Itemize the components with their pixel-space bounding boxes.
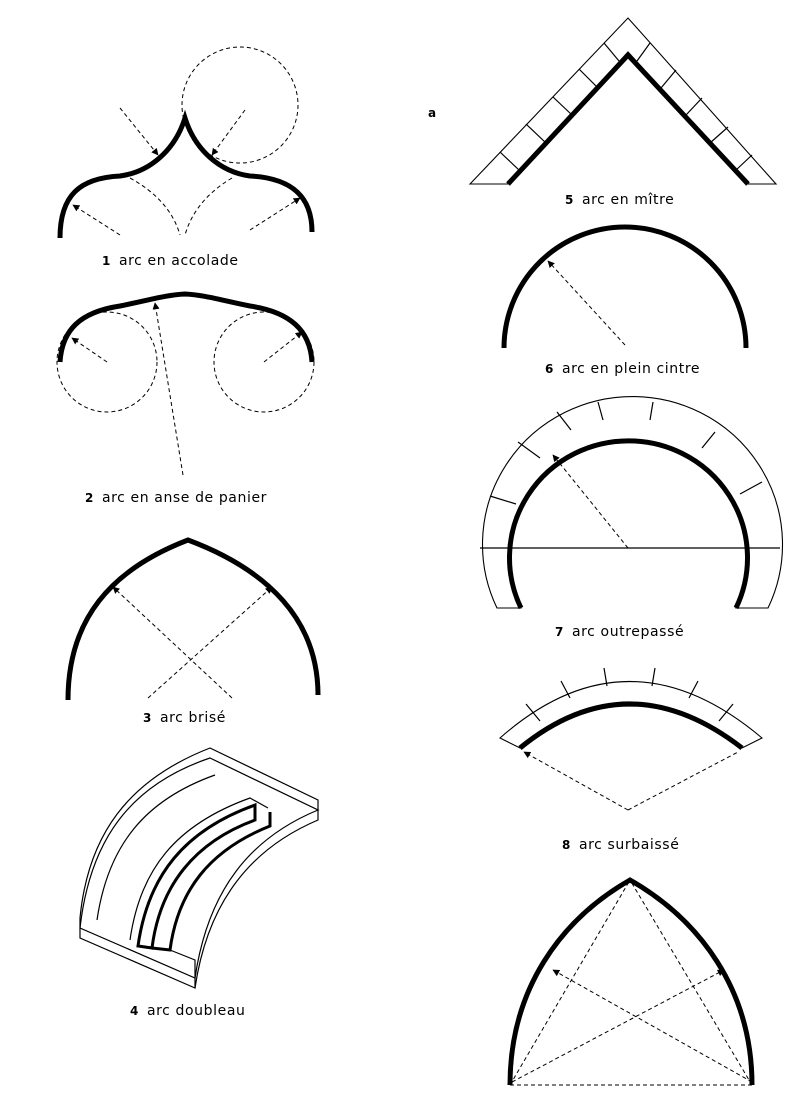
arch-outline xyxy=(65,537,321,701)
joint xyxy=(718,703,734,722)
construction-line xyxy=(629,879,753,1086)
arch-outline xyxy=(57,109,315,239)
arch-outline xyxy=(507,438,750,610)
radius-arrow xyxy=(211,109,246,156)
arch-outline xyxy=(506,51,750,186)
joint xyxy=(739,481,763,495)
construction-line xyxy=(509,879,631,1086)
joint xyxy=(489,495,517,505)
voussoir-band xyxy=(499,680,763,749)
joint xyxy=(651,667,656,687)
joint xyxy=(525,123,547,144)
radius-arrow xyxy=(511,969,725,1083)
arch-outline xyxy=(501,224,749,349)
radius-arrow xyxy=(147,586,273,699)
joint xyxy=(499,151,521,172)
mitre-band xyxy=(468,17,778,185)
joint xyxy=(688,680,699,699)
joint xyxy=(603,42,620,62)
voussoir-band xyxy=(482,395,783,609)
joint xyxy=(701,431,716,449)
joint xyxy=(578,68,599,89)
construction-arc-left xyxy=(129,177,181,236)
arch-body xyxy=(79,757,320,979)
joint xyxy=(517,441,541,459)
radius-arrow xyxy=(523,751,629,811)
radius-arrow-long xyxy=(152,302,184,476)
joint xyxy=(525,703,541,722)
joint xyxy=(556,411,572,431)
joint xyxy=(636,42,651,62)
arch-foot xyxy=(79,928,196,989)
arch-outline xyxy=(518,701,744,750)
joint xyxy=(685,97,703,116)
arch-face-line xyxy=(96,774,216,921)
radius-arrow xyxy=(552,969,753,1083)
construction-circle xyxy=(181,46,299,164)
arch-outline xyxy=(507,877,755,1086)
joint xyxy=(649,401,654,421)
corner-letter: a xyxy=(428,106,437,120)
radius-arrow xyxy=(112,586,233,699)
arch-outline xyxy=(57,291,315,363)
radius-arrow xyxy=(263,331,303,363)
joint xyxy=(560,680,571,699)
rib-base xyxy=(169,949,196,978)
rib-inner xyxy=(151,812,272,952)
radius-arrow xyxy=(71,337,108,363)
radius-arrow xyxy=(72,204,121,236)
joint xyxy=(597,401,604,421)
arch-intrados xyxy=(194,810,319,989)
radius-line xyxy=(627,751,739,811)
joint xyxy=(552,96,573,116)
joint xyxy=(603,667,608,687)
construction-arc-right xyxy=(184,177,233,236)
joint xyxy=(734,154,753,172)
radius-arrow xyxy=(119,107,159,156)
radius-arrow xyxy=(547,260,626,346)
joint xyxy=(709,126,729,144)
radius-arrow xyxy=(552,454,629,549)
construction-circle-left xyxy=(56,311,158,413)
rib-outer xyxy=(129,797,269,941)
radius-arrow xyxy=(249,197,301,231)
joint xyxy=(660,69,677,89)
equilateral-pointed-arch xyxy=(507,877,755,1086)
construction-circle-right xyxy=(213,311,315,413)
rib-edge xyxy=(136,802,257,950)
arch-top-edge xyxy=(79,747,319,928)
